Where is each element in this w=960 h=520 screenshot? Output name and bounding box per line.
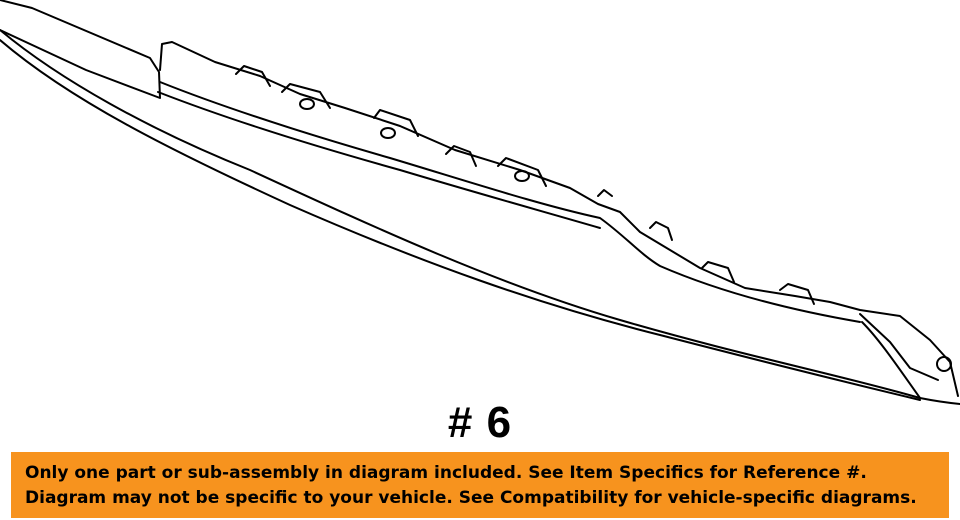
part-right-end <box>861 321 921 399</box>
part-outline <box>0 0 161 99</box>
part-number-label: # 6 <box>447 398 513 447</box>
disclaimer-line-1: Only one part or sub-assembly in diagram… <box>25 463 867 483</box>
part-right-lip <box>859 313 939 381</box>
bolt-hole <box>936 356 952 372</box>
mounting-tab <box>373 109 419 137</box>
mounting-tab <box>235 65 271 87</box>
mounting-tab <box>701 261 735 283</box>
part-lower-rail <box>157 91 601 229</box>
mounting-tab <box>597 189 613 197</box>
mounting-tab <box>497 157 547 187</box>
part-top-flange <box>159 41 959 397</box>
mounting-tab <box>649 221 673 241</box>
disclaimer-line-2: Diagram may not be specific to your vehi… <box>25 488 917 508</box>
mounting-tab <box>445 145 477 167</box>
bolt-hole <box>380 127 396 139</box>
bolt-hole <box>514 170 530 182</box>
mounting-tab <box>281 83 331 109</box>
disclaimer-banner: Only one part or sub-assembly in diagram… <box>11 452 949 518</box>
mounting-tab <box>779 283 815 305</box>
bolt-hole <box>299 98 315 110</box>
part-bottom-edge <box>0 39 921 401</box>
part-front-face <box>0 29 960 405</box>
part-inner-rail <box>159 81 861 323</box>
